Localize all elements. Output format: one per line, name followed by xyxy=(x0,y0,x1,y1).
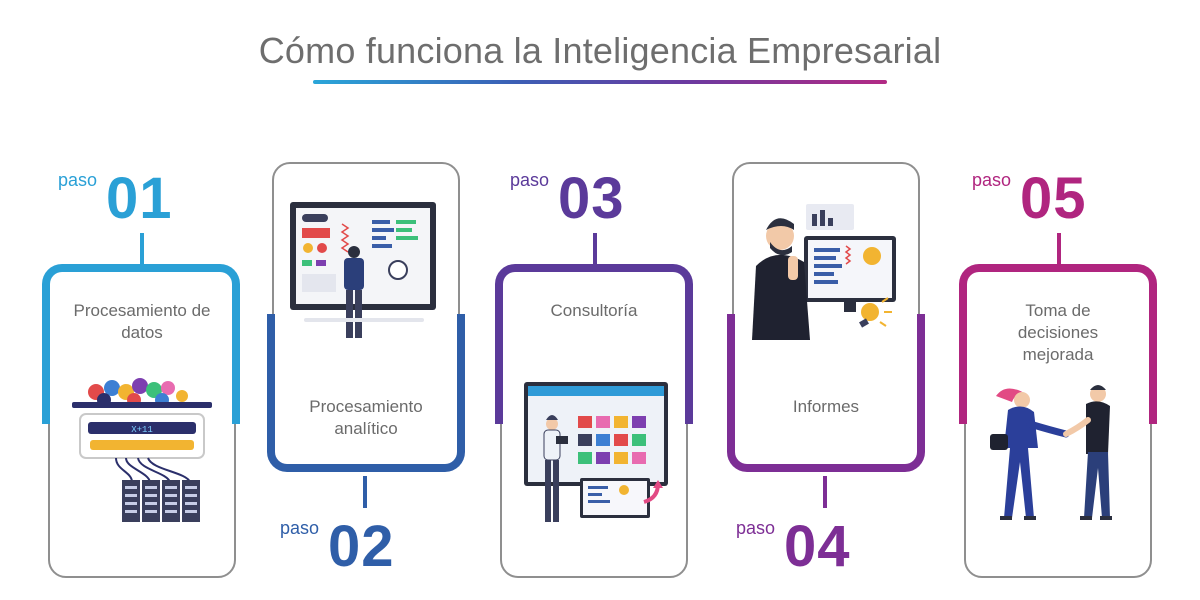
step-3-connector xyxy=(593,233,597,265)
man-figure xyxy=(1063,385,1112,520)
data-blocks-pile xyxy=(88,378,188,407)
step-5-paso: paso xyxy=(972,170,1012,190)
step-5-label: Toma de decisiones mejorada xyxy=(1017,301,1099,364)
consultant-figure xyxy=(543,415,568,522)
step-2-number: 02 xyxy=(328,514,395,579)
handshake-illustration xyxy=(990,385,1112,520)
step-4-connector xyxy=(823,476,827,508)
data-processing-illustration: X+11 xyxy=(72,378,212,522)
step-2-connector xyxy=(363,476,367,508)
thinking-man-figure xyxy=(752,218,810,340)
page-title: Cómo funciona la Inteligencia Empresaria… xyxy=(258,30,942,71)
reports-illustration xyxy=(752,204,896,340)
woman-figure xyxy=(990,388,1070,520)
analytics-dashboard-illustration xyxy=(290,202,436,338)
title-underline xyxy=(313,80,887,84)
step-4-accent-frame xyxy=(727,314,925,472)
step-4-number: 04 xyxy=(784,514,851,579)
step-5-number: 05 xyxy=(1020,166,1087,231)
step-2-label: Procesamiento analítico xyxy=(309,397,423,438)
step-1-label: Procesamiento de datos xyxy=(73,301,211,342)
step-2-paso: paso xyxy=(280,518,320,538)
step-1-connector xyxy=(140,233,144,265)
step-3-label: Consultoría xyxy=(550,301,638,320)
step-2-accent-frame xyxy=(267,314,465,472)
svg-text:X+11: X+11 xyxy=(131,425,153,435)
step-1-paso: paso xyxy=(58,170,98,190)
step-5-accent-frame xyxy=(959,264,1157,424)
step-4-label: Informes xyxy=(792,397,860,416)
consulting-illustration xyxy=(524,382,668,522)
step-3-number: 03 xyxy=(558,166,625,231)
step-5-connector xyxy=(1057,233,1061,265)
step-3-paso: paso xyxy=(510,170,550,190)
lightbulb-icon xyxy=(859,297,892,328)
server-racks xyxy=(122,480,200,522)
step-4-paso: paso xyxy=(736,518,776,538)
analyst-figure xyxy=(344,246,364,338)
step-1-accent-frame xyxy=(42,264,240,424)
step-1-number: 01 xyxy=(106,166,173,231)
